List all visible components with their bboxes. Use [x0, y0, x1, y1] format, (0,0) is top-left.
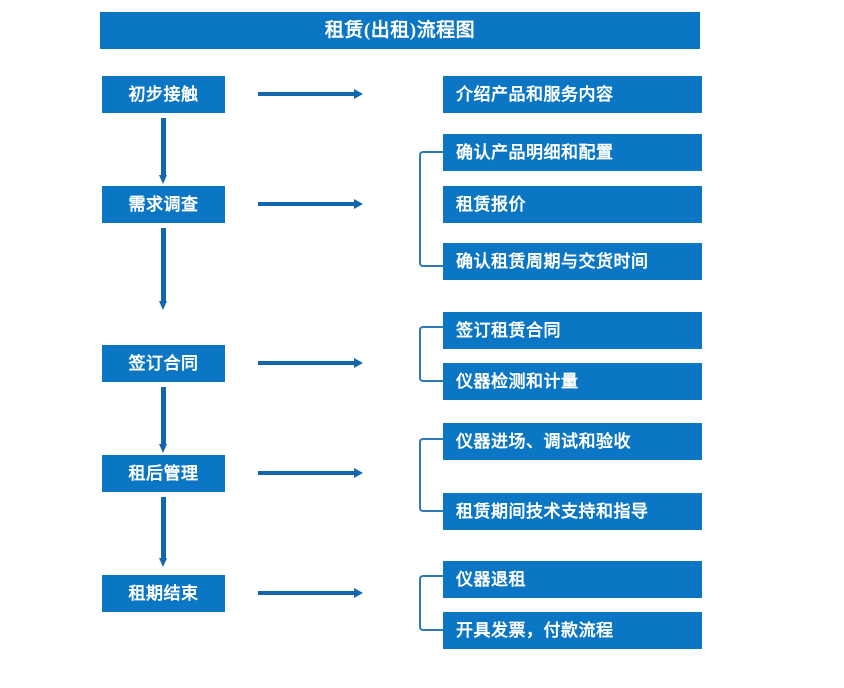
- vertical-arrow-2-to-3: [159, 228, 168, 310]
- arrow-shaft: [161, 497, 166, 558]
- horizontal-arrow-3: [258, 358, 363, 368]
- vertical-arrow-3-to-4: [159, 387, 168, 453]
- arrow-head: [159, 301, 167, 310]
- detail-box-4[interactable]: 确认租赁周期与交货时间: [443, 243, 702, 280]
- detail-box-6[interactable]: 仪器检测和计量: [443, 363, 702, 400]
- horizontal-arrow-1: [258, 89, 363, 99]
- horizontal-arrow-5: [258, 588, 363, 598]
- detail-box-1[interactable]: 介绍产品和服务内容: [443, 76, 702, 113]
- arrow-head: [354, 358, 363, 368]
- flowchart-title: 租赁(出租)流程图: [100, 12, 700, 49]
- arrow-head: [354, 89, 363, 99]
- arrow-shaft: [161, 387, 166, 444]
- detail-box-9[interactable]: 仪器退租: [443, 561, 702, 598]
- arrow-shaft: [258, 361, 355, 365]
- arrow-head: [159, 558, 167, 567]
- vertical-arrow-4-to-5: [159, 497, 168, 567]
- group-bracket-5: [419, 575, 443, 631]
- arrow-shaft: [258, 591, 355, 595]
- arrow-head: [159, 175, 167, 184]
- arrow-shaft: [258, 471, 355, 475]
- arrow-shaft: [161, 118, 166, 175]
- arrow-head: [354, 588, 363, 598]
- group-bracket-4: [419, 438, 443, 512]
- detail-box-10[interactable]: 开具发票，付款流程: [443, 612, 702, 649]
- group-bracket-3: [419, 326, 443, 382]
- arrow-shaft: [161, 228, 166, 301]
- group-bracket-2: [419, 151, 443, 267]
- stage-box-2[interactable]: 需求调查: [102, 186, 225, 223]
- stage-box-5[interactable]: 租期结束: [102, 575, 225, 612]
- arrow-shaft: [258, 92, 355, 96]
- detail-box-5[interactable]: 签订租赁合同: [443, 312, 702, 349]
- arrow-head: [354, 199, 363, 209]
- vertical-arrow-1-to-2: [159, 118, 168, 184]
- detail-box-7[interactable]: 仪器进场、调试和验收: [443, 423, 702, 460]
- stage-box-3[interactable]: 签订合同: [102, 345, 225, 382]
- detail-box-8[interactable]: 租赁期间技术支持和指导: [443, 493, 702, 530]
- horizontal-arrow-4: [258, 468, 363, 478]
- horizontal-arrow-2: [258, 199, 363, 209]
- stage-box-4[interactable]: 租后管理: [102, 455, 225, 492]
- arrow-head: [159, 444, 167, 453]
- detail-box-2[interactable]: 确认产品明细和配置: [443, 134, 702, 171]
- arrow-shaft: [258, 202, 355, 206]
- arrow-head: [354, 468, 363, 478]
- detail-box-3[interactable]: 租赁报价: [443, 186, 702, 223]
- stage-box-1[interactable]: 初步接触: [102, 76, 225, 113]
